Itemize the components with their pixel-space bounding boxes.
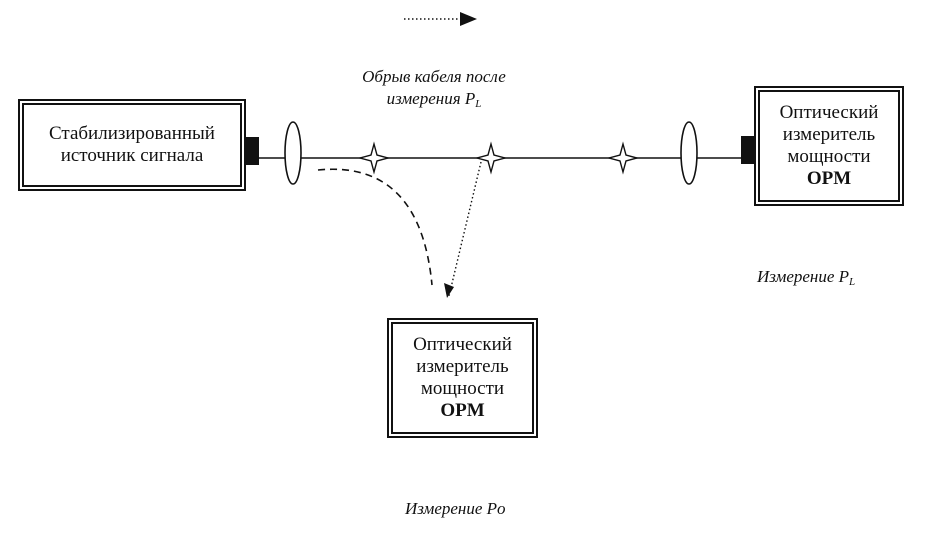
dotted-arrow-to-opm [448, 161, 482, 297]
splice-star-3 [606, 141, 640, 175]
opm-bottom-line2: измеритель [416, 356, 509, 377]
opm-bottom-box: Оптический измеритель мощности OPM [387, 318, 538, 438]
caption-break-line2: измерения P [386, 89, 476, 108]
lens-left [284, 121, 302, 185]
caption-measurement-pl: Измерение PL [757, 266, 855, 293]
opm-bottom-line1: Оптический [413, 334, 512, 355]
dashed-cable-path [317, 168, 433, 286]
caption-break-line1: Обрыв кабеля после [362, 67, 506, 86]
caption-po-text: Измерение Po [405, 499, 506, 518]
opm-right-connector [741, 136, 754, 164]
dotted-arrow-head [444, 283, 454, 298]
source-line2: источник сигнала [60, 145, 204, 166]
lens-right [680, 121, 698, 185]
opm-bottom-line4: OPM [440, 400, 485, 421]
opm-right-box: Оптический измеритель мощности OPM [754, 86, 904, 206]
caption-measurement-po: Измерение Po [405, 498, 506, 520]
source-connector [246, 137, 259, 165]
stabilized-source-box: Стабилизированный источник сигнала [18, 99, 246, 191]
source-line1: Стабилизированный [49, 123, 215, 144]
opm-right-line3: мощности [787, 146, 871, 167]
opm-bottom-line3: мощности [420, 378, 505, 399]
caption-break-sub: L [475, 98, 482, 110]
splice-star-2 [474, 141, 508, 175]
opm-right-line1: Оптический [779, 102, 879, 123]
caption-pl-sub: L [849, 276, 856, 288]
splice-star-1 [357, 141, 391, 175]
opm-right-line4: OPM [806, 168, 852, 189]
legend-dotted-arrow [404, 12, 477, 26]
opm-right-line2: измеритель [782, 124, 876, 145]
caption-cable-break: Обрыв кабеля после измерения PL [344, 66, 524, 115]
caption-pl-text: Измерение P [757, 267, 850, 286]
